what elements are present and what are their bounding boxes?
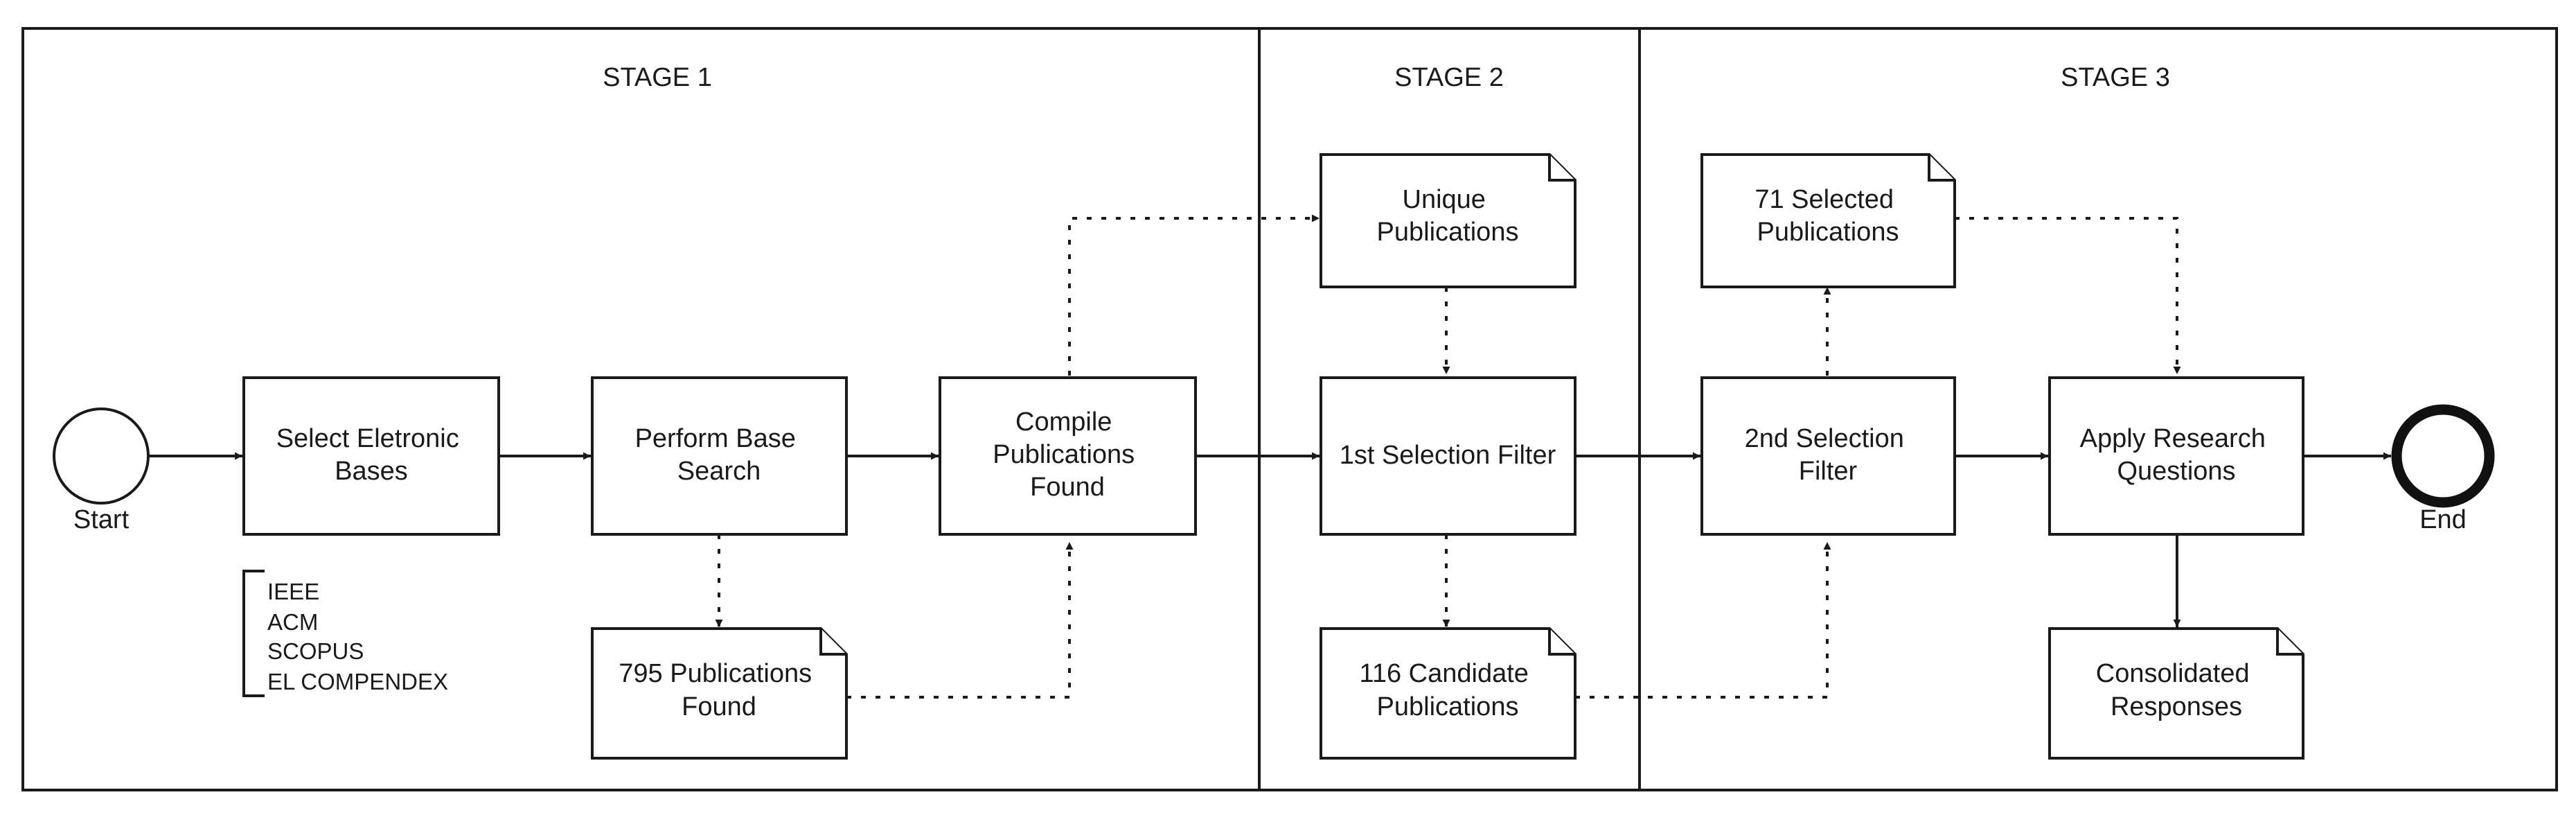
task-box [242,376,500,536]
task-box [1700,376,1956,536]
stage-1-title: STAGE 1 [603,63,712,92]
annotation-bracket [242,570,265,697]
doc-unique: Unique Publications [1320,153,1576,288]
doc-found-795: 795 Publications Found [591,627,848,760]
start-event: Start [53,408,150,534]
task-box [591,376,848,536]
document-label: Unique Publications [1377,185,1519,247]
task-apply-rq: Apply Research Questions [2048,376,2304,536]
stage-frames [21,27,2558,791]
task-perform-search: Perform Base Search [591,376,848,536]
document-label: Consolidated Responses [2096,659,2257,721]
document-shape [1700,153,1956,288]
document-fold [1928,155,1955,182]
task-compile: Compile Publications Found [939,376,1197,536]
task-label: Select Eletronic Bases [276,424,467,486]
dotted-candidate-to-filter2 [1575,542,1831,699]
stage-titles: STAGE 1 STAGE 2 STAGE 3 [603,63,2170,92]
document-fold [1548,155,1575,182]
doc-consolidated: Consolidated Responses [2048,627,2304,760]
document-shape [2048,627,2304,760]
document-shape [591,627,848,760]
task-filter2: 2nd Selection Filter [1700,376,1956,536]
end-event: End [2391,404,2495,534]
task-box [2048,376,2304,536]
start-circle [53,408,150,505]
annotation-text: IEEE ACM SCOPUS EL COMPENDEX [267,579,448,694]
document-shape [1320,627,1576,760]
end-circle [2391,404,2495,508]
start-label: Start [73,505,130,534]
task-box [1320,376,1576,536]
document-label: 116 Candidate Publications [1360,659,1536,721]
document-shape [1320,153,1576,288]
dotted-selected-to-apply [1955,217,2181,374]
task-label: 1st Selection Filter [1340,441,1556,470]
annotation-bases: IEEE ACM SCOPUS EL COMPENDEX [242,570,448,697]
document-fold [1548,629,1575,656]
stage-2-title: STAGE 2 [1394,63,1504,92]
document-fold [2276,629,2303,656]
document-label: 795 Publications Found [619,659,819,721]
doc-selected-71: 71 Selected Publications [1700,153,1956,288]
dotted-found-to-compile [846,542,1074,699]
pool-outline [21,27,2558,791]
task-label: 2nd Selection Filter [1745,424,1912,486]
document-fold [819,629,846,656]
task-filter1: 1st Selection Filter [1320,376,1576,536]
connectors [148,214,2391,699]
dotted-compile-to-unique [1068,214,1320,376]
task-select-bases: Select Eletronic Bases [242,376,500,536]
document-label: 71 Selected Publications [1755,185,1901,247]
end-label: End [2419,505,2467,534]
task-label: Compile Publications Found [993,408,1142,502]
task-label: Apply Research Questions [2080,424,2273,486]
task-label: Perform Base Search [635,424,803,486]
task-box [939,376,1197,536]
stage-3-title: STAGE 3 [2061,63,2170,92]
doc-candidate-116: 116 Candidate Publications [1320,627,1576,760]
